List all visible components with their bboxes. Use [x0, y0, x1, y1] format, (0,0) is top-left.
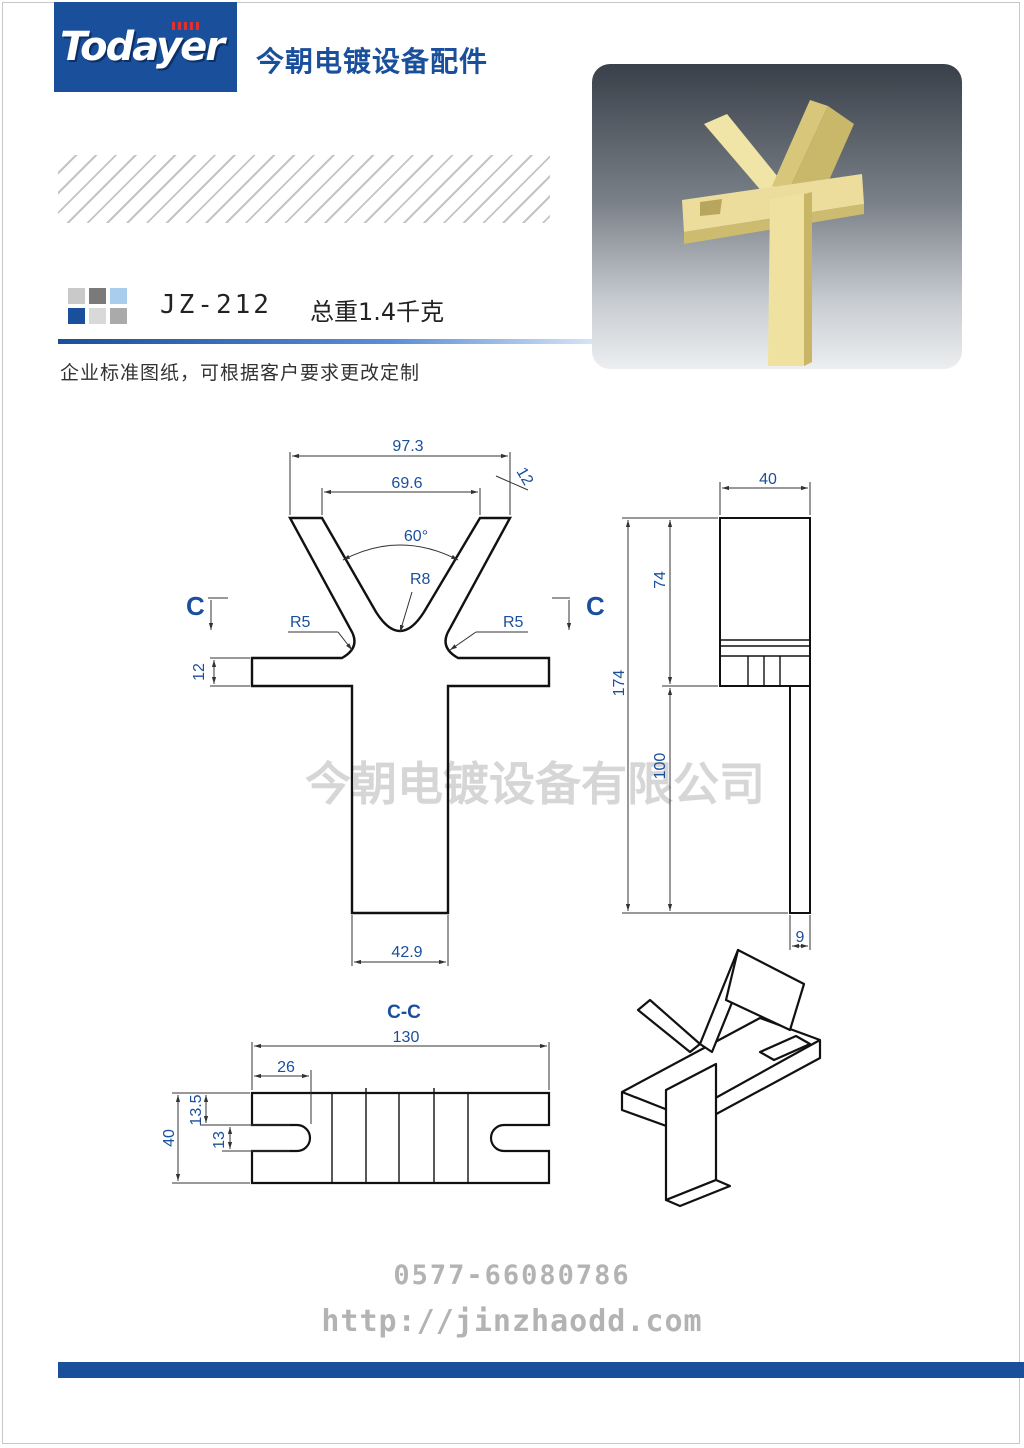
- header-rule: [58, 339, 618, 344]
- dim-side-lower-height: 100: [652, 753, 669, 780]
- total-weight: 总重1.4千克: [310, 298, 445, 326]
- brand-logo: Todayer: [54, 2, 237, 92]
- section-view: [250, 1088, 551, 1185]
- front-dimensions: [208, 452, 572, 966]
- company-title: 今朝电镀设备配件: [256, 45, 489, 78]
- dim-front-radius-left: R5: [290, 614, 311, 631]
- contact-url[interactable]: http://jinzhaodd.com: [321, 1304, 703, 1339]
- footer-bar: [58, 1362, 1024, 1378]
- dim-section-slot-depth: 26: [277, 1059, 295, 1076]
- dim-side-upper-height: 74: [652, 571, 669, 589]
- dim-section-length: 130: [393, 1029, 420, 1046]
- dim-front-radius-center: R8: [410, 571, 431, 588]
- dim-section-height: 40: [161, 1129, 178, 1147]
- dim-front-inner-width: 69.6: [391, 475, 422, 492]
- model-number: JZ-212: [160, 290, 272, 320]
- color-squares-decoration: [68, 288, 128, 326]
- side-view: [719, 517, 811, 914]
- side-dimensions: [622, 482, 811, 950]
- dim-side-width: 40: [759, 471, 777, 488]
- dim-side-total-height: 174: [611, 670, 628, 697]
- logo-checker-accent: [172, 22, 200, 30]
- dim-front-radius-right: R5: [503, 614, 524, 631]
- isometric-view: [620, 948, 822, 1208]
- product-render: [682, 100, 864, 366]
- contact-phone: 0577-66080786: [393, 1260, 631, 1291]
- hatch-decoration: [58, 155, 550, 223]
- dim-section-slot-offset: 13.5: [188, 1094, 205, 1125]
- standard-note: 企业标准图纸，可根据客户要求更改定制: [60, 362, 421, 384]
- section-mark-right: C: [586, 591, 605, 621]
- section-mark-left: C: [186, 591, 205, 621]
- dim-front-arm-thickness: 12: [513, 465, 537, 489]
- front-view: [250, 516, 551, 915]
- logo-text: Todayer: [60, 24, 225, 70]
- dim-front-stem-width: 42.9: [391, 944, 422, 961]
- section-title: C-C: [387, 1002, 421, 1023]
- dim-side-stem-thickness: 9: [796, 929, 805, 946]
- watermark: 今朝电镀设备有限公司: [305, 757, 765, 811]
- dim-front-crossbar-height: 12: [191, 663, 208, 681]
- product-photo: [592, 64, 962, 369]
- section-dimensions: [172, 1042, 550, 1184]
- dim-front-angle: 60°: [404, 528, 428, 545]
- dim-section-slot-width: 13: [211, 1131, 228, 1149]
- dim-front-top-width: 97.3: [392, 438, 423, 455]
